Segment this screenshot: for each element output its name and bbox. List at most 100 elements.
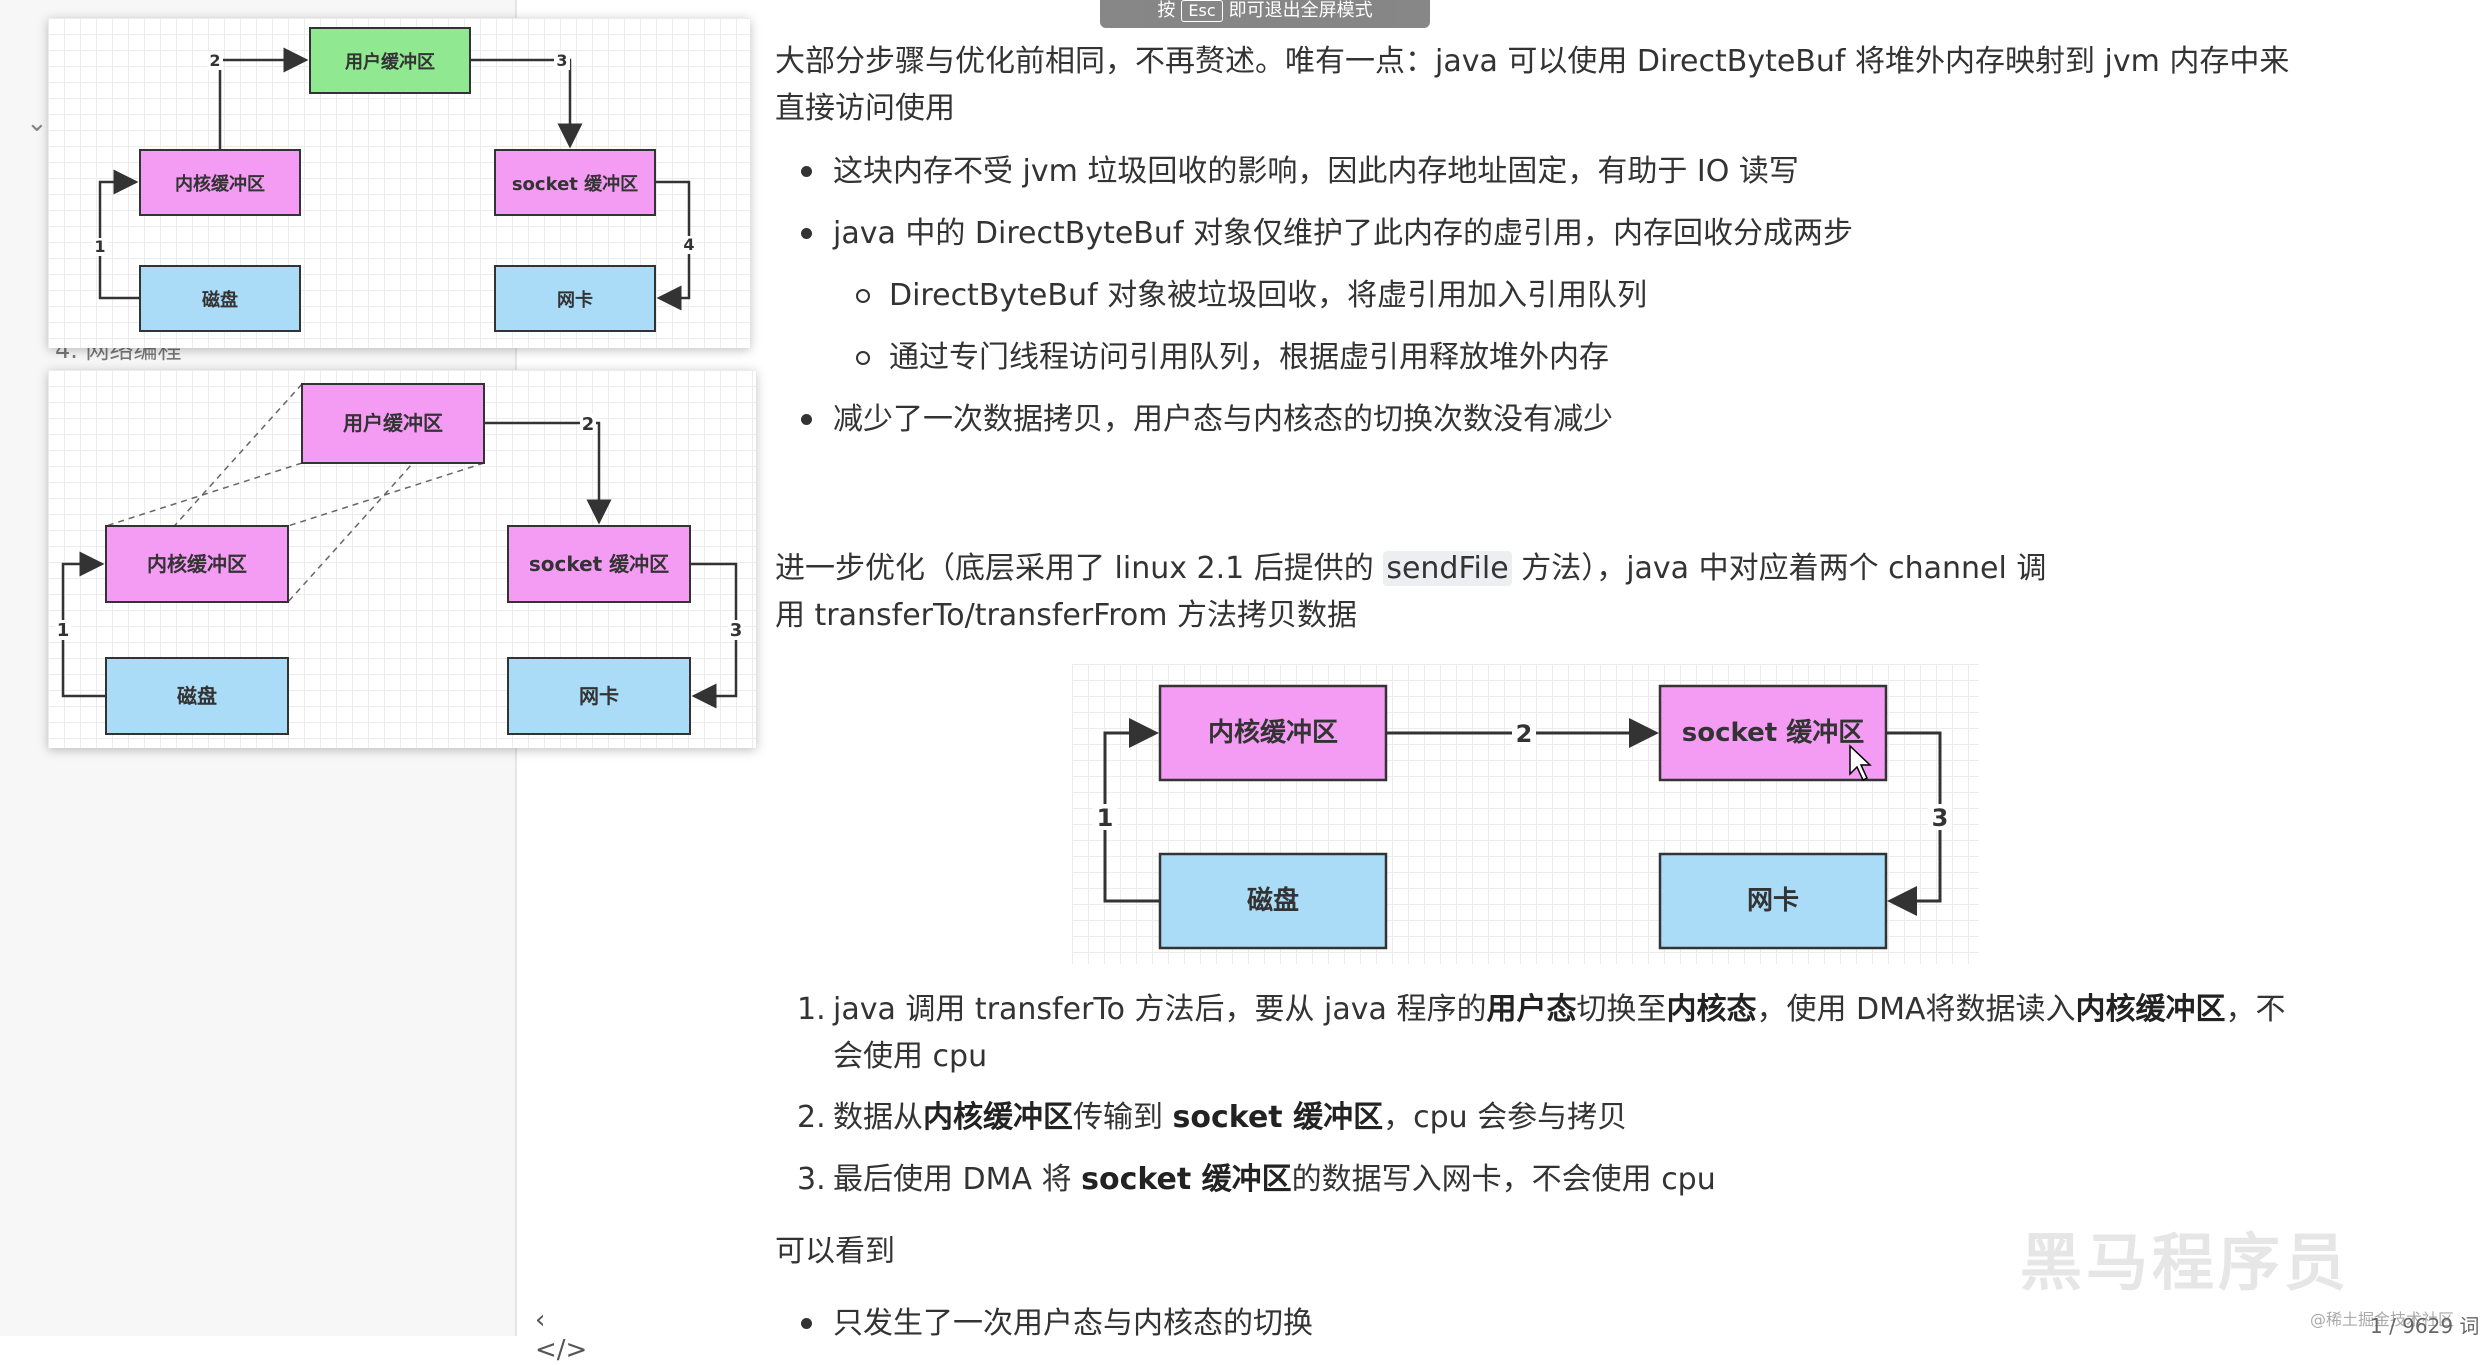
credit-text: @稀土掘金技术社区: [2310, 1310, 2455, 1329]
bullet-dot: [801, 166, 812, 177]
thumbnail-diagram-2: 用户缓冲区 内核缓冲区 socket 缓冲区 磁盘 网卡 2 1 3: [48, 370, 756, 748]
step-label: 4: [683, 235, 694, 254]
step-label: 1: [57, 620, 70, 641]
sub-list-item: 通过专门线程访问引用队列，根据虚引用释放堆外内存: [775, 334, 2295, 396]
thumbnail-diagram-1: 用户缓冲区 内核缓冲区 socket 缓冲区 磁盘 网卡 2 3 1 4: [48, 18, 750, 348]
arrow-3: [470, 58, 583, 149]
list-number: 3.: [797, 1162, 826, 1197]
list-number: 1.: [797, 992, 826, 1027]
nic-box: [1658, 852, 1888, 950]
para-text: 方法），java 中对应着两个 channel 调用 transferTo/tr…: [775, 551, 2047, 633]
bold-kernel-buffer: 内核缓冲区: [923, 1100, 1073, 1135]
list-item: 只发生了一次用户态与内核态的切换: [775, 1300, 2295, 1362]
socket-buffer-box: [1658, 684, 1888, 782]
list-item: 1. java 调用 transferTo 方法后，要从 java 程序的用户态…: [775, 986, 2295, 1094]
step-label: 2: [1516, 720, 1533, 748]
list-item-text: 只发生了一次用户态与内核态的切换: [833, 1306, 1313, 1341]
disk-box: [139, 265, 301, 332]
bullet-dot: [801, 1318, 812, 1329]
step-label: 1: [94, 237, 105, 256]
step-text: java 调用 transferTo 方法后，要从 java 程序的: [833, 992, 1487, 1027]
sendfile-diagram: 内核缓冲区 socket 缓冲区 磁盘 网卡 2 1 3: [1072, 664, 1979, 964]
step-text: ，使用 DMA将数据读入: [1756, 992, 2076, 1027]
list-item: 2. 数据从内核缓冲区传输到 socket 缓冲区，cpu 会参与拷贝: [775, 1094, 2295, 1156]
word-counter: 1 / 9629 词: [2370, 1314, 2480, 1338]
bold-kernel-buffer: 内核缓冲区: [2075, 992, 2226, 1027]
step-text: ，cpu 会参与拷贝: [1383, 1100, 1628, 1135]
kernel-buffer-box: [1158, 684, 1388, 782]
kernel-buffer-label: 内核缓冲区: [147, 552, 247, 576]
step-label: 3: [1932, 804, 1949, 832]
step-text: ，不会使用 cpu: [833, 992, 2286, 1074]
nic-label: 网卡: [557, 289, 593, 311]
list-item: 3. 最后使用 DMA 将 socket 缓冲区的数据写入网卡，不会使用 cpu: [775, 1156, 2295, 1218]
direct-buffer-bullets: 这块内存不受 jvm 垃圾回收的影响，因此内存地址固定，有助于 IO 读写 ja…: [775, 148, 2295, 458]
nic-box: [507, 657, 691, 735]
user-buffer-box: [309, 27, 471, 94]
kernel-buffer-label: 内核缓冲区: [1208, 717, 1338, 748]
para-text: 进一步优化（底层采用了 linux 2.1 后提供的: [775, 551, 1384, 586]
outline-sidebar: ⌄ 4. 网络编程 用户缓冲区 内核缓冲区 socket 缓冲区 磁盘 网卡: [0, 0, 756, 1365]
bullet-dot: [801, 228, 812, 239]
step-label: 2: [582, 414, 595, 435]
intro-paragraph: 大部分步骤与优化前相同，不再赘述。唯有一点：java 可以使用 DirectBy…: [775, 44, 2290, 126]
step-text: 数据从: [833, 1100, 923, 1135]
step-text: 最后使用 DMA 将: [833, 1162, 1082, 1197]
esc-hint-prefix: 按: [1157, 0, 1176, 21]
arrow-2: [484, 421, 612, 525]
step-label: 3: [730, 620, 743, 641]
list-item-text: 减少了一次数据拷贝，用户态与内核态的切换次数没有减少: [833, 402, 1613, 437]
disk-label: 磁盘: [177, 684, 217, 708]
list-item: 这块内存不受 jvm 垃圾回收的影响，因此内存地址固定，有助于 IO 读写: [775, 148, 2295, 210]
list-item-text: 这块内存不受 jvm 垃圾回收的影响，因此内存地址固定，有助于 IO 读写: [833, 154, 1799, 189]
inline-code-sendfile: sendFile: [1383, 551, 1512, 586]
esc-key-badge: Esc: [1181, 0, 1223, 22]
conclusion-heading: 可以看到: [775, 1234, 895, 1269]
list-item: 减少了一次数据拷贝，用户态与内核态的切换次数没有减少: [775, 396, 2295, 458]
list-item-text: 通过专门线程访问引用队列，根据虚引用释放堆外内存: [889, 340, 1609, 375]
kernel-buffer-box: [105, 525, 289, 603]
bullet-ring: [856, 289, 870, 303]
chevron-left-icon[interactable]: ‹: [535, 1305, 546, 1335]
list-number: 2.: [797, 1100, 826, 1135]
bold-kernel-mode: 内核态: [1666, 992, 1757, 1027]
thumbnail-2-svg: 用户缓冲区 内核缓冲区 socket 缓冲区 磁盘 网卡 2 1 3: [55, 383, 744, 735]
bold-socket-buffer: socket 缓冲区: [1081, 1162, 1292, 1197]
transfer-steps-list: 1. java 调用 transferTo 方法后，要从 java 程序的用户态…: [775, 986, 2295, 1218]
step-text: 切换至: [1576, 992, 1667, 1027]
user-buffer-label: 用户缓冲区: [343, 411, 443, 435]
user-buffer-label: 用户缓冲区: [345, 51, 435, 73]
mapping-dashed-line: [287, 462, 485, 527]
step-label: 2: [209, 51, 220, 70]
bold-user-mode: 用户态: [1486, 992, 1577, 1027]
esc-hint-suffix: 即可退出全屏模式: [1228, 0, 1373, 21]
conclusion-bullets: 只发生了一次用户态与内核态的切换: [775, 1300, 2295, 1362]
socket-buffer-label: socket 缓冲区: [1682, 717, 1864, 748]
list-item: java 中的 DirectByteBuf 对象仅维护了此内存的虚引用，内存回收…: [775, 210, 2295, 272]
sendfile-paragraph: 进一步优化（底层采用了 linux 2.1 后提供的 sendFile 方法），…: [775, 545, 2075, 639]
arrow-2: [218, 47, 309, 150]
watermark-logo: 黑马程序员: [2020, 1229, 2351, 1298]
step-text: 的数据写入网卡，不会使用 cpu: [1291, 1162, 1716, 1197]
sub-list-item: DirectByteBuf 对象被垃圾回收，将虚引用加入引用队列: [775, 272, 2295, 334]
disk-label: 磁盘: [202, 289, 238, 311]
sendfile-diagram-svg: 内核缓冲区 socket 缓冲区 磁盘 网卡 2 1 3: [1093, 684, 1952, 950]
nic-label: 网卡: [579, 684, 619, 708]
socket-buffer-label: socket 缓冲区: [512, 173, 638, 195]
socket-buffer-box: [494, 149, 656, 216]
kernel-buffer-label: 内核缓冲区: [175, 173, 265, 195]
nic-box: [494, 265, 656, 332]
step-label: 1: [1097, 804, 1114, 832]
step-label: 3: [556, 51, 567, 70]
bold-socket-buffer: socket 缓冲区: [1172, 1100, 1384, 1135]
editor-controls: ‹ </>: [535, 1305, 621, 1365]
disk-box: [1158, 852, 1388, 950]
source-code-icon[interactable]: </>: [535, 1335, 588, 1365]
disk-label: 磁盘: [1247, 885, 1299, 916]
chevron-down-icon[interactable]: ⌄: [26, 108, 48, 138]
bullet-ring: [856, 351, 870, 365]
nic-label: 网卡: [1747, 886, 1799, 916]
step-text: 传输到: [1073, 1100, 1173, 1135]
socket-buffer-label: socket 缓冲区: [529, 552, 669, 576]
